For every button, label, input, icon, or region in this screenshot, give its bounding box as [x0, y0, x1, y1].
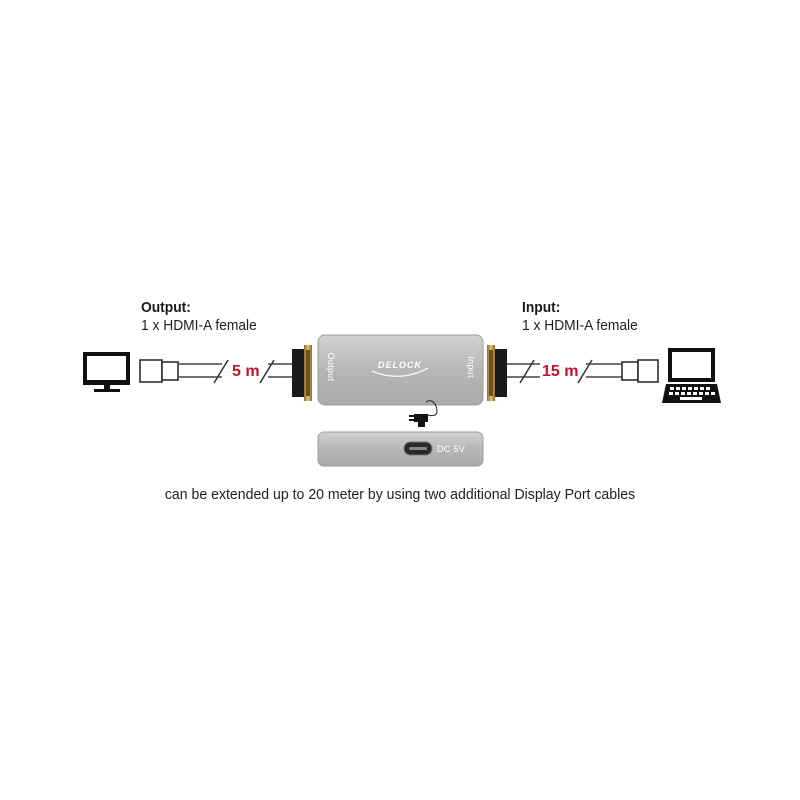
output-hdmi-plug [292, 345, 312, 401]
delock-logo-swoosh [371, 367, 429, 377]
output-subtitle: 1 x HDMI-A female [141, 317, 257, 334]
brand-logo: DELOCK [378, 360, 422, 370]
input-port-label: Input [466, 356, 476, 378]
extender-device [317, 334, 484, 406]
input-hdmi-plug [487, 345, 507, 401]
power-adapter-icon [409, 400, 438, 427]
output-cable [139, 359, 292, 384]
output-port-label: Output [326, 352, 336, 382]
input-subtitle: 1 x HDMI-A female [522, 317, 638, 334]
extender-device-side [317, 431, 484, 467]
output-title: Output: [141, 299, 191, 316]
input-cable [507, 359, 659, 384]
laptop-icon [662, 348, 721, 403]
input-title: Input: [522, 299, 561, 316]
output-cable-length: 5 m [232, 363, 260, 380]
caption: can be extended up to 20 meter by using … [164, 486, 636, 503]
power-port-label: DC 5V [437, 444, 466, 454]
monitor-icon [83, 352, 130, 392]
input-cable-length: 15 m [542, 363, 579, 380]
